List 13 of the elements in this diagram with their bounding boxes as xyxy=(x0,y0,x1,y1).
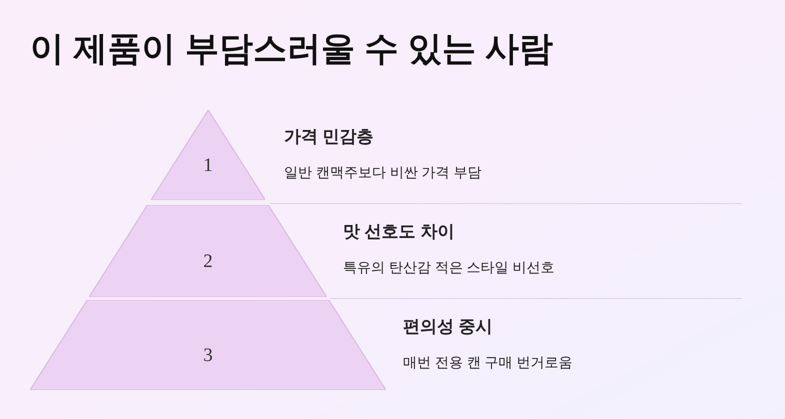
tier-heading: 맛 선호도 차이 xyxy=(343,221,454,243)
pyramid-tier xyxy=(30,300,386,390)
tier-description: 특유의 탄산감 적은 스타일 비선호 xyxy=(343,258,555,277)
tier-heading: 가격 민감층 xyxy=(284,126,374,148)
tier-description: 일반 캔맥주보다 비싼 가격 부담 xyxy=(284,163,482,182)
tier-number: 3 xyxy=(203,344,213,368)
tier-number: 2 xyxy=(203,250,213,274)
tier-number: 1 xyxy=(203,154,213,178)
tier-heading: 편의성 중시 xyxy=(403,316,493,338)
tier-description: 매번 전용 캔 구매 번거로움 xyxy=(403,353,573,372)
title: 이 제품이 부담스러울 수 있는 사람 xyxy=(30,29,554,70)
pyramid-tier xyxy=(89,205,327,297)
pyramid-tier xyxy=(150,110,266,200)
